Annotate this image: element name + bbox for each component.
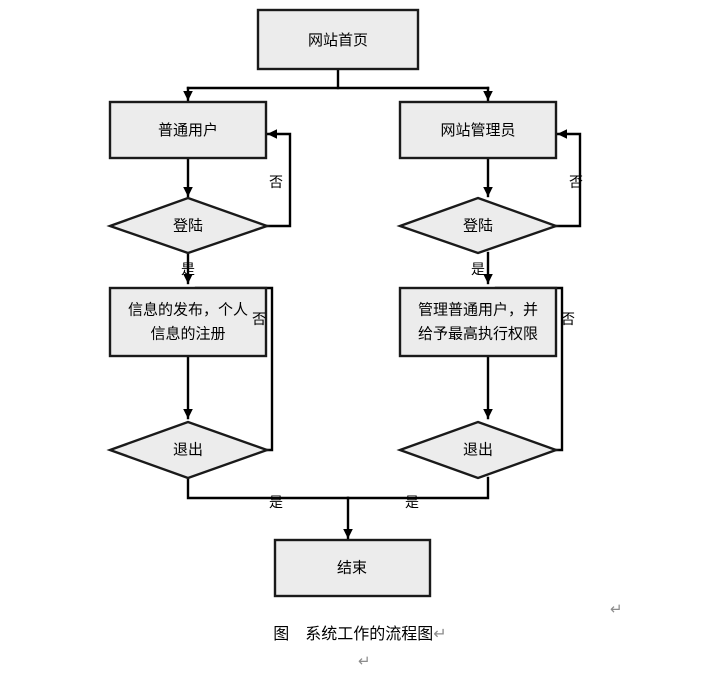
node-exit-user-label: 退出 <box>173 441 203 459</box>
figure-caption: 图 系统工作的流程图↵ <box>0 620 720 644</box>
figure-caption-text: 图 系统工作的流程图 <box>273 624 434 643</box>
edge-label-yes-login-right: 是 <box>471 262 485 278</box>
node-user[interactable] <box>108 100 268 160</box>
node-admin-actions[interactable] <box>398 286 558 358</box>
node-admin-actions-line2: 给予最高执行权限 <box>418 325 538 343</box>
node-admin-label: 网站管理员 <box>440 121 515 139</box>
paragraph-mark-icon: ↵ <box>433 624 447 643</box>
edge-login-no-to-admin <box>554 129 582 228</box>
node-exit-admin[interactable] <box>396 420 560 480</box>
node-end-label: 结束 <box>337 559 367 577</box>
node-end[interactable] <box>273 538 432 598</box>
node-user-actions-line2: 信息的注册 <box>150 325 225 343</box>
node-user-label: 普通用户 <box>158 121 218 139</box>
edge-label-no-exit-left: 否 <box>252 312 266 328</box>
edge-label-yes-exit-left: 是 <box>269 495 283 511</box>
paragraph-mark-icon-top: ↵ <box>610 600 623 618</box>
node-login-user[interactable] <box>106 196 271 255</box>
node-login-admin-label: 登陆 <box>463 217 493 235</box>
node-user-actions[interactable] <box>108 286 268 358</box>
edge-label-yes-exit-right: 是 <box>405 495 419 511</box>
edge-exit-yes-right <box>346 476 490 500</box>
node-user-actions-line1: 信息的发布，个人 <box>128 301 248 319</box>
edge-label-no-login-right: 否 <box>569 175 583 191</box>
paragraph-mark-icon-bottom: ↵ <box>358 652 371 670</box>
edge-label-no-login-left: 否 <box>269 175 283 191</box>
node-login-user-label: 登陆 <box>173 217 203 235</box>
node-start-label: 网站首页 <box>308 31 368 49</box>
node-admin[interactable] <box>398 100 558 160</box>
edge-exit-yes-left <box>186 476 350 500</box>
edge-label-yes-login-left: 是 <box>181 262 195 278</box>
edge-login-no-to-user <box>265 129 292 228</box>
node-login-admin[interactable] <box>396 196 560 255</box>
node-start[interactable] <box>256 8 420 71</box>
node-exit-admin-label: 退出 <box>463 441 493 459</box>
edge-label-no-exit-right: 否 <box>561 312 575 328</box>
node-admin-actions-line1: 管理普通用户，并 <box>418 301 538 319</box>
node-exit-user[interactable] <box>106 420 271 480</box>
